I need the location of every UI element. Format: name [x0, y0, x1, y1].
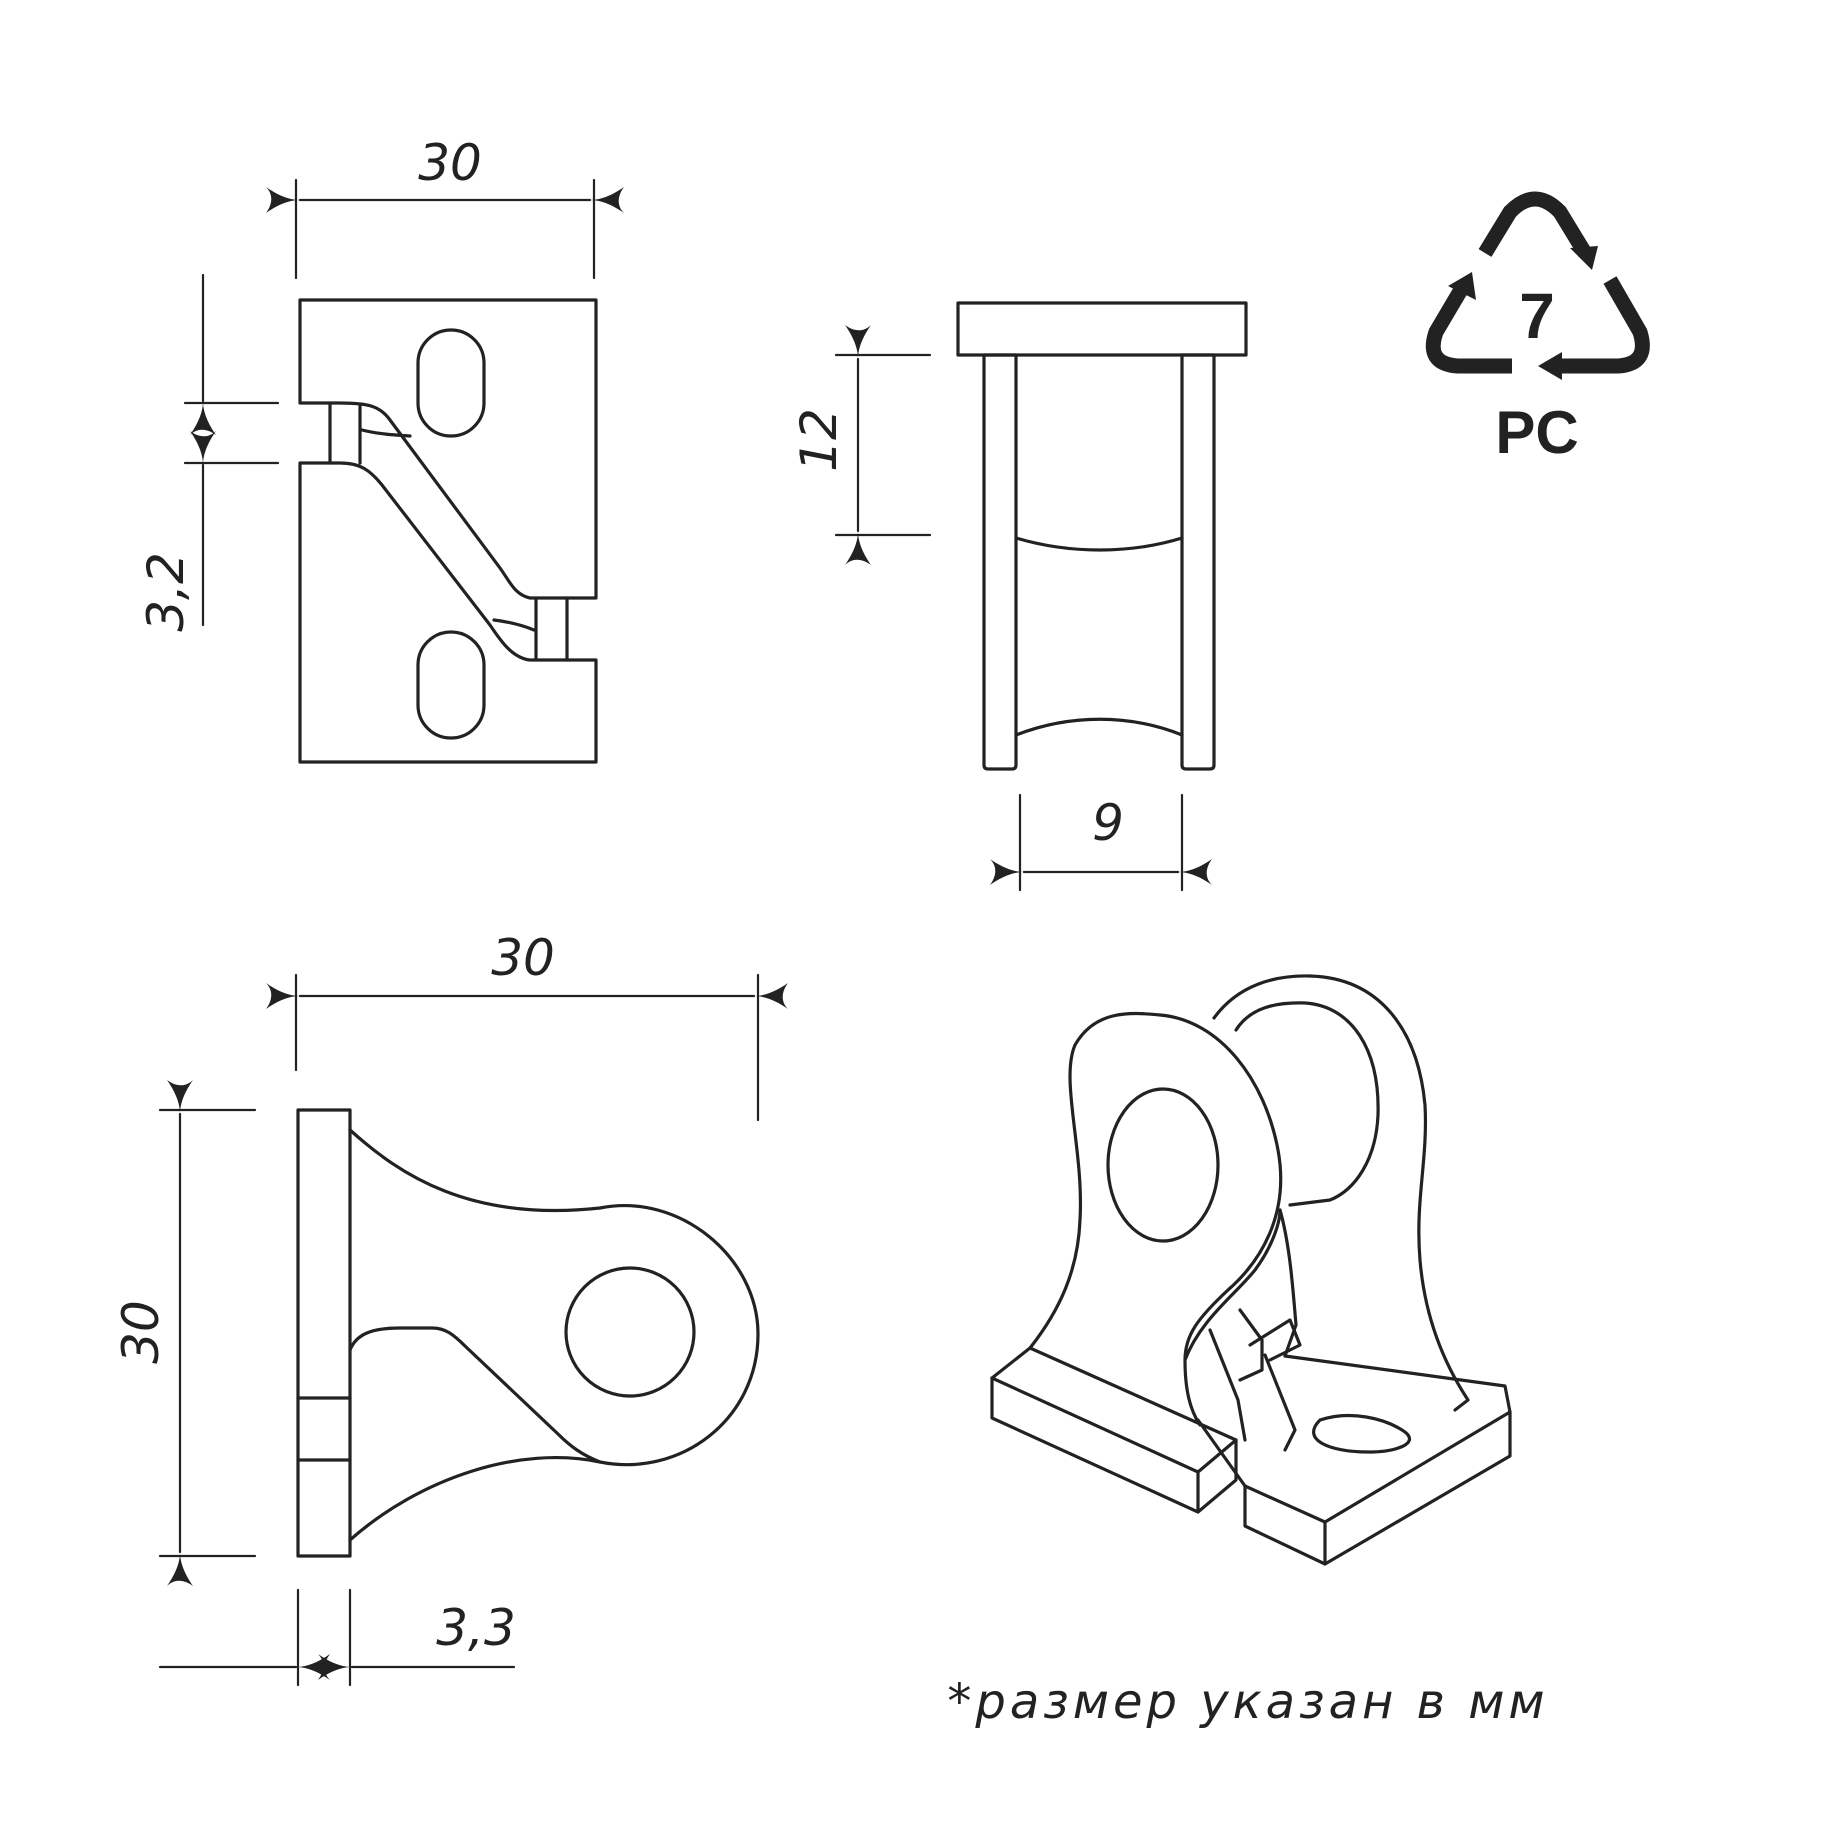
- recycle-code: 7: [1519, 280, 1555, 352]
- dim-height-12: 12: [790, 325, 932, 565]
- units-note: *размер указан в мм: [947, 1674, 1548, 1730]
- side-view: [956, 301, 1248, 771]
- dim-bottom-width: 30: [266, 929, 788, 1122]
- dim-top-width: 30: [266, 134, 624, 280]
- dim-plate-thickness-label: 3,3: [436, 1599, 516, 1657]
- front-slot-upper: [416, 328, 486, 438]
- dim-side-height: 30: [112, 1080, 257, 1586]
- dim-bottom-width-label: 30: [491, 929, 555, 987]
- dim-slot-gap: 3,2: [137, 273, 280, 632]
- front-slot-lower: [416, 630, 486, 740]
- dim-side-height-label: 30: [112, 1300, 170, 1364]
- dim-width-9: 9: [990, 793, 1212, 892]
- dim-top-width-label: 30: [418, 134, 482, 192]
- recycle-material: PC: [1495, 399, 1578, 466]
- front-view: [298, 298, 598, 764]
- profile-hole: [564, 1266, 696, 1398]
- dim-width-9-label: 9: [1092, 794, 1124, 852]
- dim-slot-gap-label: 3,2: [137, 552, 195, 632]
- dim-height-12-label: 12: [790, 408, 848, 472]
- dim-plate-thickness: 3,3: [158, 1588, 516, 1687]
- isometric-view: [990, 974, 1512, 1566]
- profile-view: [296, 1108, 760, 1558]
- recycle-pc-icon: 7 PC: [1425, 191, 1650, 466]
